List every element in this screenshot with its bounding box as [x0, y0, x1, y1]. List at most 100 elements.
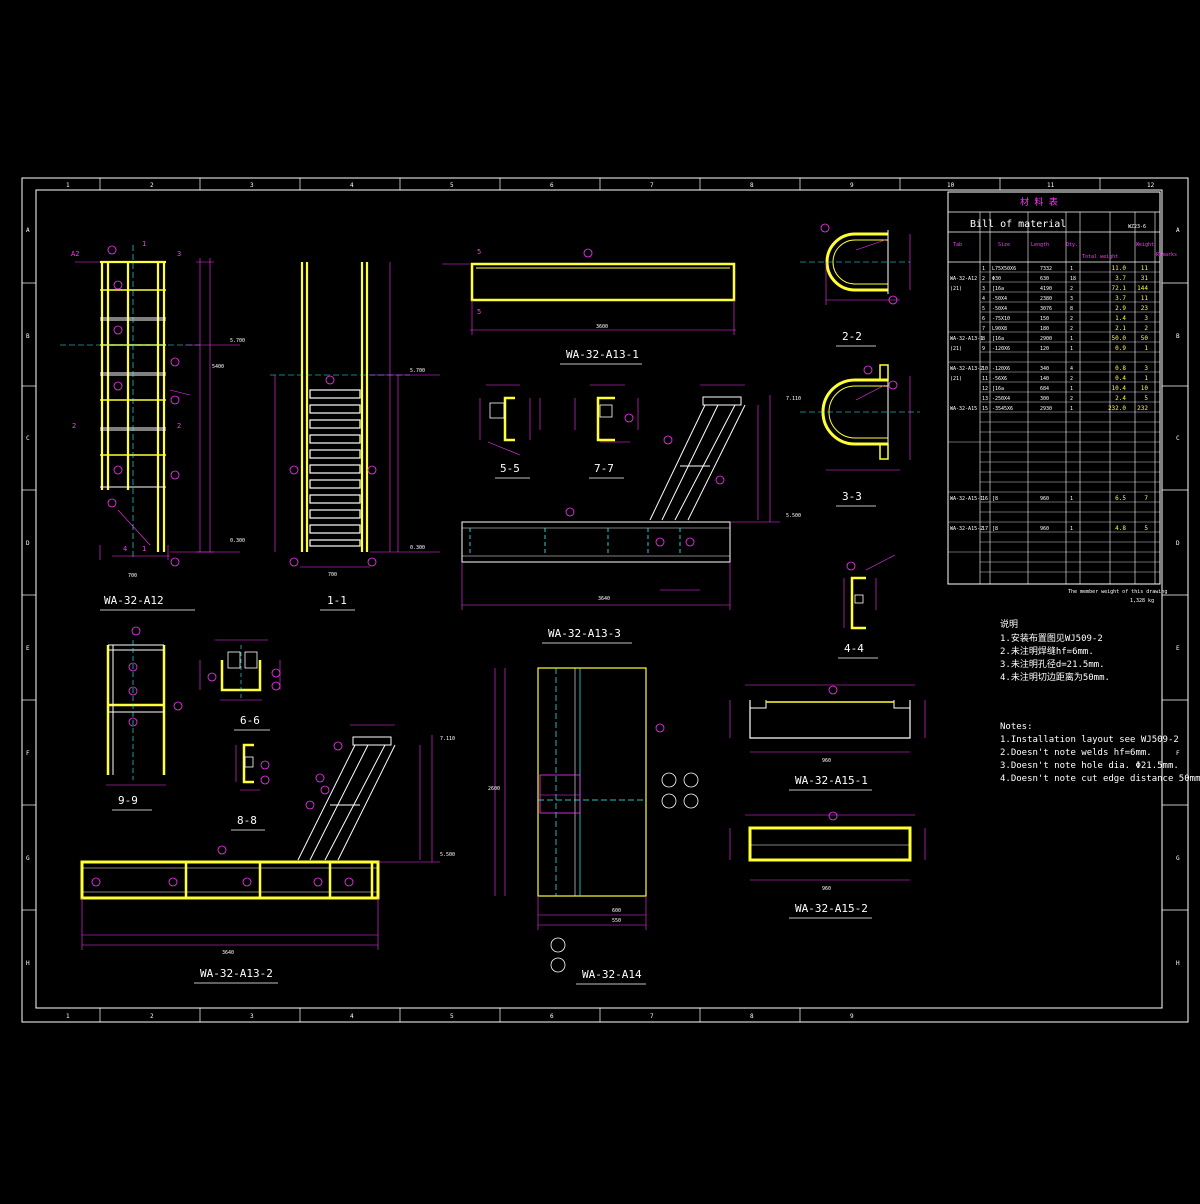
- bom-cell-no: 13: [982, 396, 988, 402]
- grid-row-a-r: A: [1176, 227, 1180, 234]
- grid-col-11: 11: [1047, 182, 1055, 189]
- view-title-a15-2: WA-32-A15-2: [795, 902, 868, 915]
- view-title-s55: 5-5: [500, 462, 520, 475]
- bom-cell-size: -120X6: [992, 346, 1010, 352]
- bom-cell-length: 630: [1040, 276, 1049, 282]
- bom-cell-size: [16a: [992, 286, 1004, 292]
- grid-row-a: A: [26, 227, 30, 234]
- view-title-s66: 6-6: [240, 714, 260, 727]
- view-a15-2: 960 WA-32-A15-2: [729, 811, 926, 919]
- view-title-a13-3: WA-32-A13-3: [548, 627, 621, 640]
- bom-cell-no: 1: [982, 266, 985, 272]
- s11-elev-top: 5.700: [410, 368, 425, 374]
- bom-header-tab: Tab: [953, 242, 962, 248]
- a12-elev-top: 5.700: [230, 338, 245, 344]
- bom-cell-length: 150: [1040, 316, 1049, 322]
- view-s55: 5-5: [479, 384, 541, 479]
- bom-header-size: Size: [998, 242, 1010, 248]
- bom-title-en: Bill of material: [970, 219, 1066, 230]
- bom-cell-length: 140: [1040, 376, 1049, 382]
- grid-col-3: 3: [250, 182, 254, 189]
- bom-cell-tw: 232: [1137, 405, 1148, 412]
- bom-cell-no: 11: [982, 376, 988, 382]
- bom-cell-length: 120: [1040, 346, 1049, 352]
- view-title-s11: 1-1: [327, 594, 347, 607]
- notes-cn-title: 说明: [1000, 618, 1018, 630]
- bom-cell-no: 4: [982, 296, 985, 302]
- view-title-s33: 3-3: [842, 490, 862, 503]
- bom-cell-tab: WA-32-A15-2: [950, 526, 983, 532]
- bom-cell-length: 960: [1040, 526, 1049, 532]
- grid-col-9: 9: [850, 182, 854, 189]
- bom-cell-size: [16a: [992, 386, 1004, 392]
- bom-cell-size: -50X4: [992, 296, 1007, 302]
- bom-header-qty: Qty.: [1066, 242, 1078, 248]
- grid-col-12: 12: [1147, 182, 1155, 189]
- bom-cell-qty: 1: [1070, 266, 1073, 272]
- bom-cell-tab: (21): [950, 346, 962, 352]
- bom-cell-size: -120X6: [992, 366, 1010, 372]
- bom-cell-no: 16: [982, 496, 988, 502]
- notes-cn-2: 2.未注明焊缝hf=6mm.: [1000, 645, 1094, 657]
- bom-cell-qty: 18: [1070, 276, 1076, 282]
- bom-cell-no: 9: [982, 346, 985, 352]
- grid-row-h-r: H: [1176, 960, 1180, 967]
- grid-row-g: G: [26, 855, 30, 862]
- bom-cell-tw: 3: [1144, 315, 1148, 322]
- view-title-s88: 8-8: [237, 814, 257, 827]
- bom-cell-size: -56X6: [992, 376, 1007, 382]
- bom-cell-tab: (21): [950, 286, 962, 292]
- bom-cell-qty: 1: [1070, 526, 1073, 532]
- grid-row-c-r: C: [1176, 435, 1180, 442]
- bom-cell-length: 684: [1040, 386, 1049, 392]
- bom-cell-size: -3545X6: [992, 406, 1013, 412]
- grid-col-10: 10: [947, 182, 955, 189]
- bom-header-remarks: Remarks: [1156, 252, 1177, 258]
- bom-cell-tw: 50: [1141, 335, 1149, 342]
- bom-cell-tw: 7: [1144, 495, 1148, 502]
- grid-col-8: 8: [750, 182, 754, 189]
- grid-labels: 1 2 3 4 5 6 7 8 9 10 11 12 1 2 3 4 5 6 7…: [26, 182, 1180, 1020]
- bom-cell-wt: 11.0: [1112, 265, 1127, 272]
- a14-width-dim: 600: [612, 908, 621, 914]
- bom-cell-wt: 0.9: [1115, 345, 1126, 352]
- bom-weight-label: The member weight of this drawing: [1068, 589, 1167, 595]
- grid-col-b4: 4: [350, 1013, 354, 1020]
- bom-cell-wt: 1.4: [1115, 315, 1126, 322]
- grid-row-e: E: [26, 645, 30, 652]
- s11-elev-bottom: 0.300: [410, 545, 425, 551]
- svg-text:2: 2: [177, 422, 181, 430]
- a13-2-elev-top: 7.110: [440, 736, 455, 742]
- bom-cell-tw: 10: [1141, 385, 1149, 392]
- grid-col-b3: 3: [250, 1013, 254, 1020]
- bom-cell-length: 7332: [1040, 266, 1052, 272]
- bom-header-length: Length: [1031, 242, 1049, 248]
- view-title-a12: WA-32-A12: [104, 594, 164, 607]
- bom-cell-wt: 0.8: [1115, 365, 1126, 372]
- grid-col-b9: 9: [850, 1013, 854, 1020]
- bom-cell-qty: 3: [1070, 296, 1073, 302]
- view-s99: 9-9: [106, 626, 183, 811]
- bom-cell-no: 15: [982, 406, 988, 412]
- bom-cell-tab: WA-32-A12: [950, 276, 977, 282]
- grid-col-4: 4: [350, 182, 354, 189]
- svg-text:5: 5: [477, 308, 481, 316]
- view-title-a15-1: WA-32-A15-1: [795, 774, 868, 787]
- bom-cell-wt: 4.8: [1115, 525, 1126, 532]
- s11-width-dim: 700: [328, 572, 337, 578]
- bom-cell-tw: 31: [1141, 275, 1149, 282]
- bom-cell-size: [8: [992, 496, 998, 502]
- bom-cell-tw: 23: [1141, 305, 1149, 312]
- bom-cell-tw: 5: [1144, 525, 1148, 532]
- grid-col-b5: 5: [450, 1013, 454, 1020]
- bom-cell-tab: WA-32-A15-1: [950, 496, 983, 502]
- view-a15-1: 960 WA-32-A15-1: [729, 684, 926, 791]
- view-a13-1: 55 3600 WA-32-A13-1: [442, 248, 736, 365]
- bom-cell-no: 10: [982, 366, 988, 372]
- view-title-a13-2: WA-32-A13-2: [200, 967, 273, 980]
- bom-cell-qty: 2: [1070, 376, 1073, 382]
- notes-en-title: Notes:: [1000, 722, 1033, 732]
